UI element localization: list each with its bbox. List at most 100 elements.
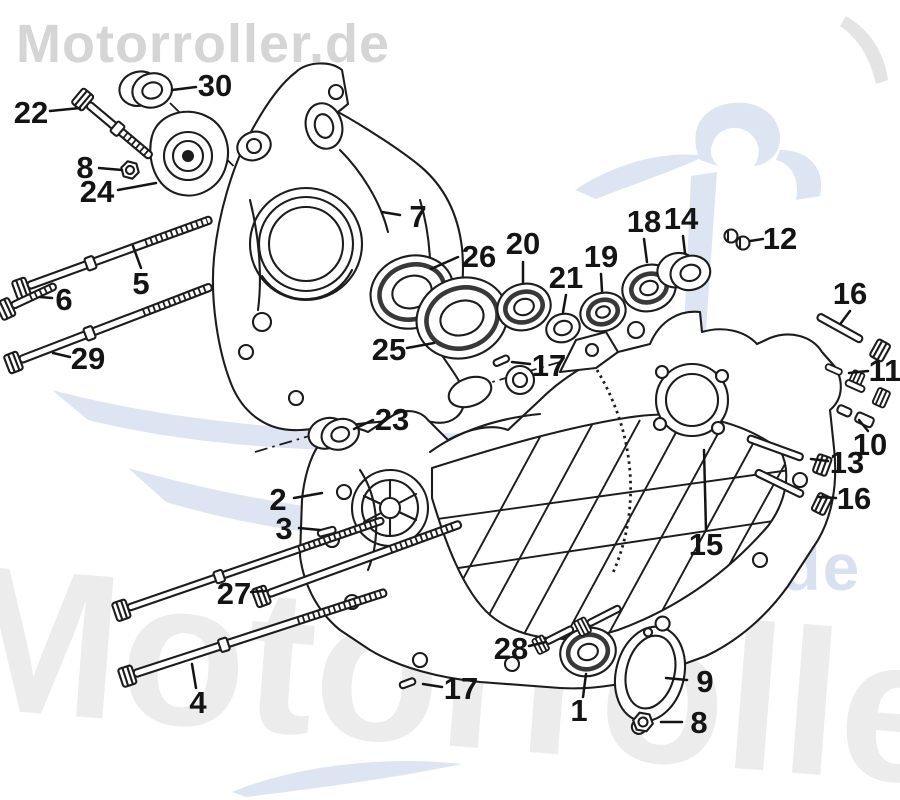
part-label-22: 22 bbox=[14, 95, 48, 130]
leader-line-14 bbox=[681, 234, 687, 255]
right-flange-inner bbox=[664, 372, 720, 428]
bird-wing-icon bbox=[575, 154, 705, 199]
pin-17-bottom bbox=[398, 677, 417, 690]
part-label-29: 29 bbox=[71, 341, 105, 376]
case-detail-1 bbox=[338, 148, 390, 234]
bolt-6 bbox=[0, 282, 58, 322]
bolt-13 bbox=[746, 434, 834, 478]
part-label-17: 17 bbox=[444, 671, 478, 706]
bushing-14 bbox=[656, 251, 712, 292]
part-label-19: 19 bbox=[584, 239, 618, 274]
part-label-11: 11 bbox=[869, 353, 900, 388]
seal-21 bbox=[545, 312, 581, 344]
bolt-11-b bbox=[844, 379, 892, 410]
stud-29 bbox=[2, 282, 213, 375]
bird-tail-icon bbox=[776, 150, 822, 200]
bearing-25 bbox=[415, 276, 509, 360]
part-label-13: 13 bbox=[830, 445, 864, 480]
leader-line-21 bbox=[561, 293, 568, 314]
boss-4 bbox=[411, 651, 429, 669]
linkage-pivot-inner bbox=[511, 371, 529, 389]
boss-1 bbox=[335, 483, 353, 501]
leader-line-27 bbox=[249, 589, 267, 594]
part-label-8: 8 bbox=[76, 150, 93, 185]
linkage-pivot bbox=[504, 364, 536, 396]
boss-left bbox=[236, 130, 272, 162]
crankcase-right-half bbox=[149, 62, 466, 432]
main-bore-inner bbox=[267, 205, 345, 283]
bolt-28-b bbox=[572, 604, 622, 638]
nut-8-bottom bbox=[632, 711, 654, 733]
nut-8-top bbox=[120, 160, 140, 180]
stud-5 bbox=[10, 215, 213, 301]
corner-arc bbox=[840, 16, 888, 84]
leader-line-8 bbox=[97, 166, 124, 172]
case-detail-2 bbox=[248, 198, 261, 312]
part-label-16: 16 bbox=[837, 481, 871, 516]
part-label-30: 30 bbox=[198, 68, 232, 103]
bearings-seals bbox=[118, 70, 712, 735]
bolt-16-bottom bbox=[754, 468, 834, 517]
pin-17-mid bbox=[492, 354, 511, 368]
leader-line-23 bbox=[352, 418, 375, 431]
part-label-20: 20 bbox=[506, 226, 540, 261]
bracket-stub bbox=[626, 320, 646, 340]
leader-line-29 bbox=[51, 351, 72, 359]
boss-top bbox=[304, 102, 344, 150]
part-label-25: 25 bbox=[372, 332, 406, 367]
part-label-17: 17 bbox=[532, 348, 566, 383]
boss-7 bbox=[791, 471, 809, 489]
case-boss-b bbox=[237, 343, 255, 361]
case-boss-c bbox=[287, 389, 305, 407]
leader-line-4 bbox=[190, 662, 198, 690]
plug-10 bbox=[836, 404, 875, 429]
part-label-6: 6 bbox=[55, 282, 72, 317]
stud-22 bbox=[70, 86, 153, 160]
leader-line-9 bbox=[664, 676, 689, 682]
part-label-1: 1 bbox=[570, 693, 587, 728]
leader-line-10 bbox=[857, 418, 870, 433]
leader-line-11 bbox=[847, 369, 870, 375]
bird-curl-icon bbox=[695, 102, 781, 166]
part-label-28: 28 bbox=[494, 631, 528, 666]
leader-line-16 bbox=[817, 495, 838, 500]
part-label-21: 21 bbox=[549, 260, 583, 295]
boss-top-inner bbox=[313, 113, 335, 139]
part-label-26: 26 bbox=[462, 239, 496, 274]
bearing-20 bbox=[496, 282, 552, 332]
leader-line-2 bbox=[292, 491, 324, 500]
part-label-14: 14 bbox=[664, 201, 699, 236]
case-boss-a bbox=[251, 311, 273, 333]
roller-30 bbox=[118, 70, 174, 109]
leader-line-7 bbox=[380, 210, 402, 217]
cover-24-ring2 bbox=[171, 139, 205, 173]
linkage-lobe bbox=[447, 375, 493, 409]
stud-27 bbox=[250, 520, 463, 609]
part-label-18: 18 bbox=[627, 204, 661, 239]
part-label-2: 2 bbox=[269, 482, 286, 517]
leader-line-6 bbox=[38, 295, 54, 300]
main-bore-mid bbox=[257, 195, 355, 293]
interior-opening bbox=[430, 413, 788, 640]
part-label-5: 5 bbox=[132, 266, 149, 301]
flange-bolt-c bbox=[710, 420, 726, 436]
leader-line-15 bbox=[702, 448, 708, 532]
flange-bolt-d bbox=[652, 416, 668, 432]
cover-9 bbox=[613, 615, 687, 735]
part-label-3: 3 bbox=[275, 511, 292, 546]
pin-3 bbox=[316, 525, 337, 538]
part-label-9: 9 bbox=[696, 664, 713, 699]
swoosh-bottom bbox=[232, 761, 462, 797]
leader-line-17 bbox=[510, 360, 532, 366]
bearing-19 bbox=[579, 291, 627, 333]
part-label-12: 12 bbox=[763, 221, 797, 256]
roller-23 bbox=[307, 416, 360, 451]
leader-line-5 bbox=[131, 244, 143, 270]
flange-bolt-a bbox=[654, 364, 670, 380]
case-detail-5 bbox=[428, 412, 542, 454]
bolt-16-top bbox=[816, 313, 892, 364]
part-label-27: 27 bbox=[217, 576, 251, 611]
leader-line-24 bbox=[116, 181, 158, 192]
